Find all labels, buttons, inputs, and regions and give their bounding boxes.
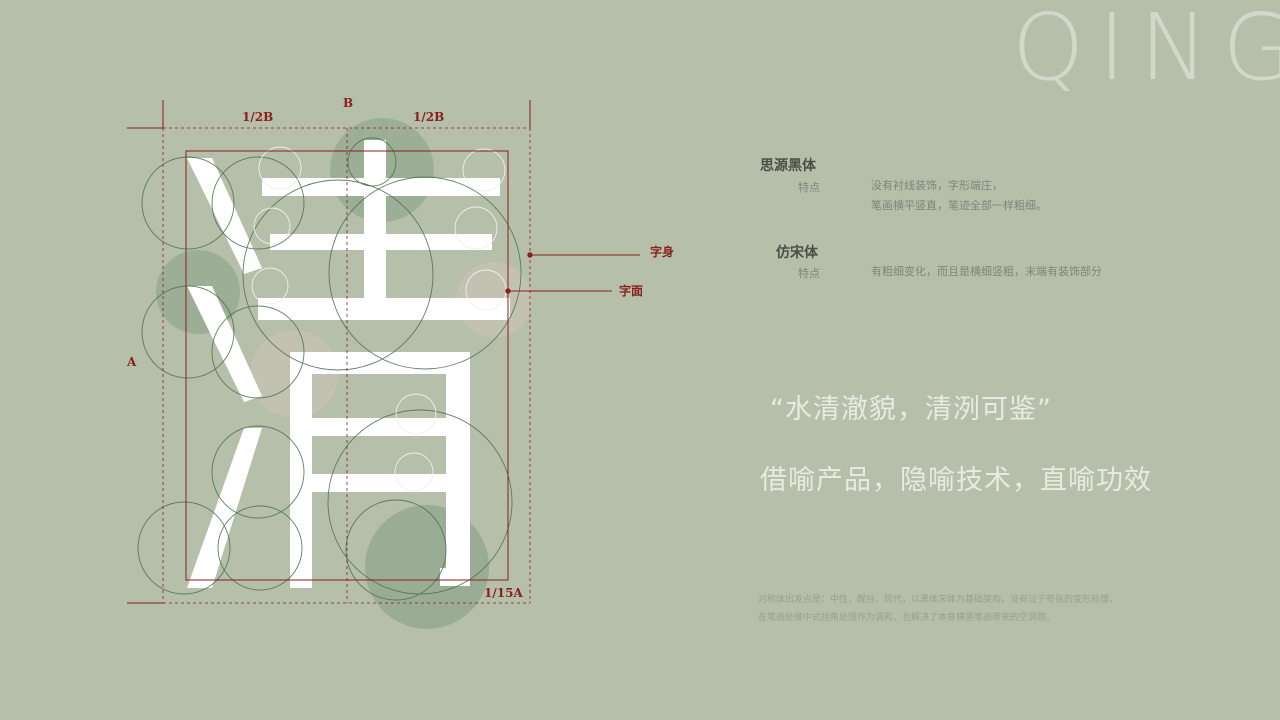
design-note: 对称体出发点是：中性，醒目，现代，以黑体宋体为基础架构，没有过于夸张的变形处理，… — [758, 595, 1119, 623]
construction-circle — [462, 148, 506, 192]
label-body: 字身 — [650, 245, 675, 259]
dimension-half-b-left: 1/2B — [242, 110, 274, 124]
glyph-stroke — [364, 140, 386, 318]
construction-circle — [395, 393, 437, 435]
glyph-stroke — [290, 352, 312, 588]
filled-circle — [365, 505, 489, 629]
label-face: 字面 — [619, 284, 644, 298]
glyph-stroke — [187, 158, 262, 274]
construction-frame — [127, 100, 640, 604]
background-title: QING — [1012, 0, 1280, 101]
construction-circle — [253, 207, 291, 245]
glyph-stroke — [440, 568, 470, 586]
construction-circle — [328, 176, 522, 370]
construction-circle — [454, 206, 498, 250]
dimension-b: B — [343, 96, 354, 110]
construction-circle — [217, 505, 303, 591]
glyph-stroke — [270, 234, 492, 250]
construction-circle — [394, 452, 434, 492]
construction-circle — [251, 267, 289, 305]
construction-circle — [137, 501, 231, 595]
construction-circle — [211, 425, 305, 519]
font-description-2: 有粗细变化，而且是横细竖粗，末端有装饰部分 — [871, 265, 1102, 278]
leader-dot — [527, 252, 533, 258]
glyph-stroke — [312, 418, 446, 436]
construction-circle — [211, 305, 305, 399]
dimension-a: A — [127, 355, 137, 369]
construction-circle — [242, 179, 434, 371]
dimension-fifteenth-a: 1/15A — [484, 586, 523, 600]
construction-circle — [258, 146, 302, 190]
font-name-1: 思源黑体 — [760, 158, 816, 174]
dimension-lines — [127, 100, 640, 604]
construction-circle — [347, 137, 397, 187]
outline-circles — [137, 137, 522, 601]
glyph-stroke — [258, 298, 510, 320]
construction-circle — [141, 156, 235, 250]
glyph-stroke — [312, 474, 446, 492]
construction-circle — [345, 499, 447, 601]
construction-circle — [211, 156, 305, 250]
body-box-dashed — [162, 127, 531, 604]
font-name-2: 仿宋体 — [776, 245, 818, 261]
font-description-1: 没有衬线装饰，字形端庄， 笔画横平竖直，笔迹全部一样粗细。 — [871, 179, 1047, 212]
glyph-stroke — [262, 178, 500, 196]
dimension-half-b-right: 1/2B — [413, 110, 445, 124]
leader-dot — [505, 288, 511, 294]
slogan: 借喻产品，隐喻技术，直喻功效 — [760, 465, 1152, 496]
construction-circle — [141, 285, 235, 379]
font-feature-label-1: 特点 — [798, 181, 820, 194]
glyph-stroke — [446, 352, 470, 586]
glyph-stroke — [187, 428, 262, 588]
glyph-stroke — [187, 286, 262, 402]
quote: “水清澈貌，清洌可鉴” — [770, 394, 1052, 425]
font-feature-label-2: 特点 — [798, 267, 820, 280]
